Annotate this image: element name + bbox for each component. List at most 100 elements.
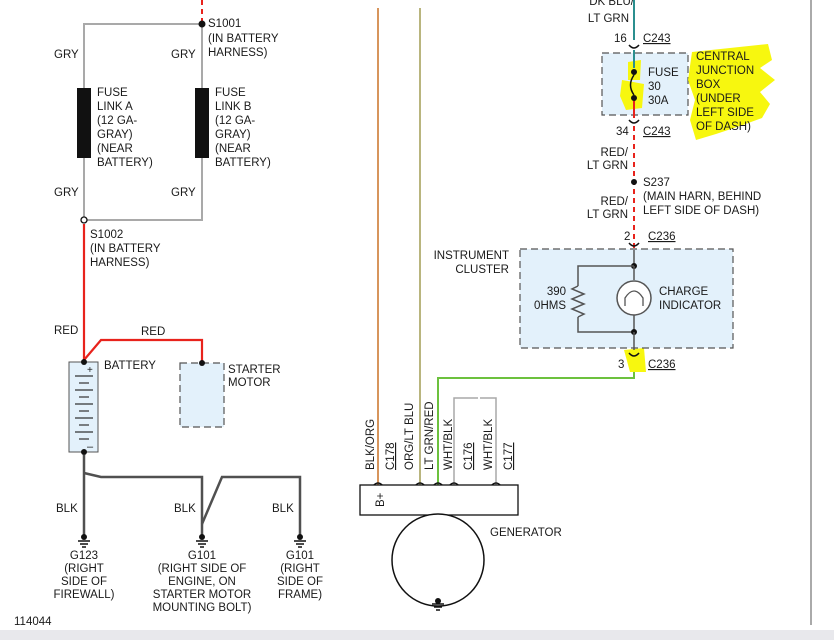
g101a-line: (RIGHT SIDE OF xyxy=(158,563,247,575)
generator-connector-block xyxy=(359,484,519,516)
cjb-line: CENTRAL xyxy=(696,51,750,63)
cjb-line: LEFT SIDE xyxy=(696,107,754,119)
gray-wire-top xyxy=(83,23,203,88)
gry-label-4: GRY xyxy=(171,187,196,199)
highlight-mark xyxy=(620,80,644,110)
battery-neg-terminal xyxy=(81,449,87,455)
blk-label-3: BLK xyxy=(272,503,294,515)
cjb-line: BOX xyxy=(696,79,721,91)
pin-34: 34 xyxy=(616,126,629,138)
s237-line1: (MAIN HARN, BEHIND xyxy=(643,191,761,203)
g101a-line: ENGINE, ON xyxy=(168,576,236,588)
red-label-1: RED xyxy=(54,325,78,337)
indicator-label-2: INDICATOR xyxy=(659,300,721,312)
cluster-label-1: INSTRUMENT xyxy=(434,250,509,262)
g101a-line: STARTER MOTOR xyxy=(153,589,251,601)
fuse-label-2: 30 xyxy=(648,81,661,93)
s1002-line1: (IN BATTERY xyxy=(90,243,161,255)
resistor-value-1: 390 xyxy=(547,286,566,298)
fuse-link-a-body xyxy=(77,88,91,158)
fuse-link-b-line: GRAY) xyxy=(215,129,251,141)
highlight-mark xyxy=(624,348,646,372)
central-junction-box xyxy=(601,52,689,116)
diagram-id: 114044 xyxy=(14,616,52,628)
g101b-id: G101 xyxy=(286,550,314,562)
top-wire-label-2: LT GRN xyxy=(588,13,629,25)
generator-label: GENERATOR xyxy=(490,527,562,539)
starter-label-2: MOTOR xyxy=(228,377,271,389)
s237-id: S237 xyxy=(643,177,670,189)
red-wire-starter xyxy=(83,338,204,362)
connector-pin-shape xyxy=(628,242,640,247)
s1002-id: S1002 xyxy=(90,229,123,241)
gray-wire-bottom xyxy=(83,158,203,221)
red-ltgrn-label-1b: LT GRN xyxy=(587,160,628,172)
g101a-label: G101 (RIGHT SIDE OF ENGINE, ON STARTER M… xyxy=(153,550,252,614)
red-ltgrn-label-1a: RED/ xyxy=(601,147,629,159)
resistor-value-2: 0HMS xyxy=(534,300,566,312)
cjb-label: CENTRAL JUNCTION BOX (UNDER LEFT SIDE OF… xyxy=(696,51,754,133)
blk-wire-g101a xyxy=(83,471,204,535)
splice-dot-s1001 xyxy=(198,20,206,28)
cjb-line: (UNDER xyxy=(696,93,741,105)
blk-label-1: BLK xyxy=(56,503,78,515)
connector-pin-shape xyxy=(628,44,640,49)
b-plus-label: B+ xyxy=(375,492,387,507)
gry-label-1: GRY xyxy=(54,49,79,61)
fuse-element xyxy=(629,74,635,96)
starter-label-1: STARTER xyxy=(228,364,281,376)
fuse-link-b-line: FUSE xyxy=(215,87,246,99)
generator-body xyxy=(391,513,485,607)
highlight-mark xyxy=(688,44,775,140)
cluster-circuit xyxy=(570,250,652,350)
g101b-label: G101 (RIGHT SIDE OF FRAME) xyxy=(277,550,323,601)
g123-label: G123 (RIGHT SIDE OF FIREWALL) xyxy=(54,550,115,601)
cjb-line: OF DASH) xyxy=(696,121,751,133)
fuse-link-section xyxy=(77,0,209,224)
g101b-line: FRAME) xyxy=(278,589,322,601)
fuse-link-b-line: (12 GA- xyxy=(215,115,255,127)
blk-wire-g101b xyxy=(200,475,302,535)
blk-label-2: BLK xyxy=(174,503,196,515)
wire-label-ltgrn-red: LT GRN/RED xyxy=(424,401,436,470)
wire-label-org-ltblu: ORG/LT BLU xyxy=(404,403,416,470)
starter-motor-box xyxy=(179,362,225,428)
red-label-2: RED xyxy=(141,326,165,338)
connector-c236-top: C236 xyxy=(648,231,676,243)
g123-id: G123 xyxy=(70,550,98,562)
fuse-link-b-label: FUSE LINK B (12 GA- GRAY) (NEAR BATTERY) xyxy=(215,87,271,169)
bottom-strip xyxy=(0,630,834,640)
fuse-link-b-line: BATTERY) xyxy=(215,157,271,169)
s1002-line2: HARNESS) xyxy=(90,257,150,269)
red-ltgrn-label-2a: RED/ xyxy=(601,196,629,208)
s237-line2: LEFT SIDE OF DASH) xyxy=(643,205,759,217)
pin-3: 3 xyxy=(618,359,624,371)
ground-wires xyxy=(82,455,302,535)
connector-c236-bottom: C236 xyxy=(648,359,676,371)
fuse-label-1: FUSE xyxy=(648,67,679,79)
g123-line: (RIGHT xyxy=(64,563,104,575)
fuse-link-a-line: GRAY) xyxy=(97,129,133,141)
battery-label: BATTERY xyxy=(104,360,156,372)
cluster-label-2: CLUSTER xyxy=(455,264,509,276)
battery-minus-sign: – xyxy=(87,441,94,453)
fuse-link-b-body xyxy=(195,88,209,158)
connector-pin-shape xyxy=(628,119,640,124)
connector-c178: C178 xyxy=(385,443,397,471)
cjb-line: JUNCTION xyxy=(696,65,754,77)
g123-line: FIREWALL) xyxy=(54,589,115,601)
wht-blk-wire-1 xyxy=(453,397,478,487)
connector-c176: C176 xyxy=(463,443,475,471)
charge-indicator-lamp-icon xyxy=(616,280,652,316)
battery-pos-terminal xyxy=(81,359,87,365)
battery-plus-sign: + xyxy=(87,365,93,376)
connector-c243-bottom: C243 xyxy=(643,126,671,138)
g101b-line: SIDE OF xyxy=(277,576,323,588)
fuse-link-b-line: LINK B xyxy=(215,101,252,113)
fuse-terminal xyxy=(631,69,637,75)
fuse-link-a-label: FUSE LINK A (12 GA- GRAY) (NEAR BATTERY) xyxy=(97,87,153,169)
g123-line: SIDE OF xyxy=(61,576,107,588)
g101a-id: G101 xyxy=(188,550,216,562)
ground-symbol-icon xyxy=(294,534,306,548)
